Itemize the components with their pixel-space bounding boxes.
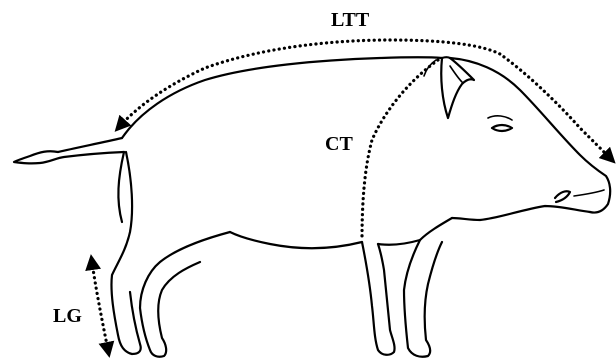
- leg-measure-line: [92, 262, 108, 350]
- ltt-label: LTT: [331, 10, 369, 30]
- boar-brow: [488, 116, 512, 120]
- boar-mouth: [574, 190, 604, 196]
- boar-hind-leg-back: [111, 152, 140, 354]
- boar-jaw: [452, 206, 590, 220]
- boar-belly: [230, 232, 362, 248]
- boar-tusk: [555, 191, 570, 202]
- boar-eye: [492, 125, 512, 131]
- boar-front-leg-front: [404, 240, 442, 357]
- boar-front-leg-back: [362, 242, 395, 355]
- boar-ear-inner: [450, 66, 462, 82]
- lg-label: LG: [53, 306, 82, 326]
- boar-back: [122, 57, 442, 138]
- boar-ear: [441, 57, 474, 118]
- boar-throat: [420, 218, 452, 240]
- boar-head-top: [450, 58, 610, 213]
- boar-chest: [378, 240, 420, 245]
- boar-silhouette: [14, 57, 610, 357]
- boar-hind-leg-front: [140, 232, 230, 357]
- boar-rump: [118, 152, 124, 222]
- boar-tail: [14, 138, 124, 163]
- chest-measure-line: [362, 60, 438, 240]
- ct-label: CT: [325, 134, 353, 154]
